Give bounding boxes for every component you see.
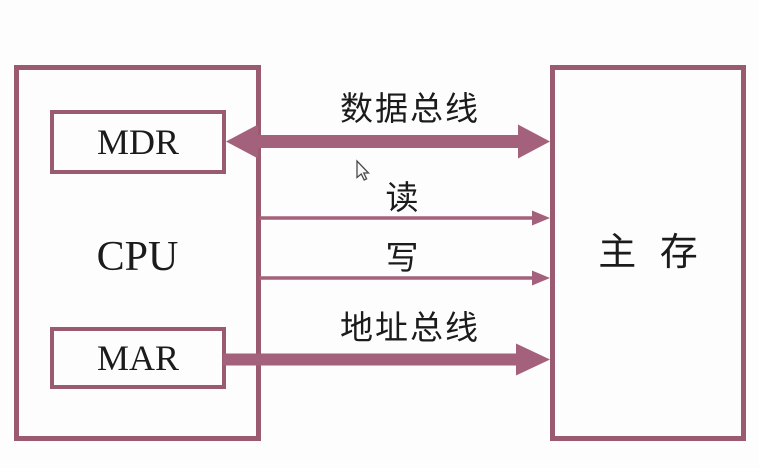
mdr-label: MDR (96, 122, 180, 162)
cpu-box (14, 65, 261, 441)
write-signal-label: 写 (385, 241, 421, 277)
mar-label: MAR (96, 338, 180, 378)
address-bus-label: 地址总线 (340, 311, 480, 347)
data-bus-label: 数据总线 (340, 92, 480, 128)
address-bus-arrow (223, 343, 550, 376)
write-signal-arrowhead (532, 270, 550, 286)
mdr-register-box: MDR (50, 110, 226, 174)
cpu-label: CPU (96, 234, 179, 280)
main-memory-box: 主 存 (550, 65, 746, 441)
data-bus-arrow (226, 124, 550, 159)
mar-register-box: MAR (50, 327, 226, 389)
mouse-cursor-icon (356, 159, 371, 181)
read-signal-label: 读 (385, 181, 421, 217)
main-memory-label: 主 存 (598, 232, 698, 274)
read-signal-arrowhead (532, 210, 550, 226)
